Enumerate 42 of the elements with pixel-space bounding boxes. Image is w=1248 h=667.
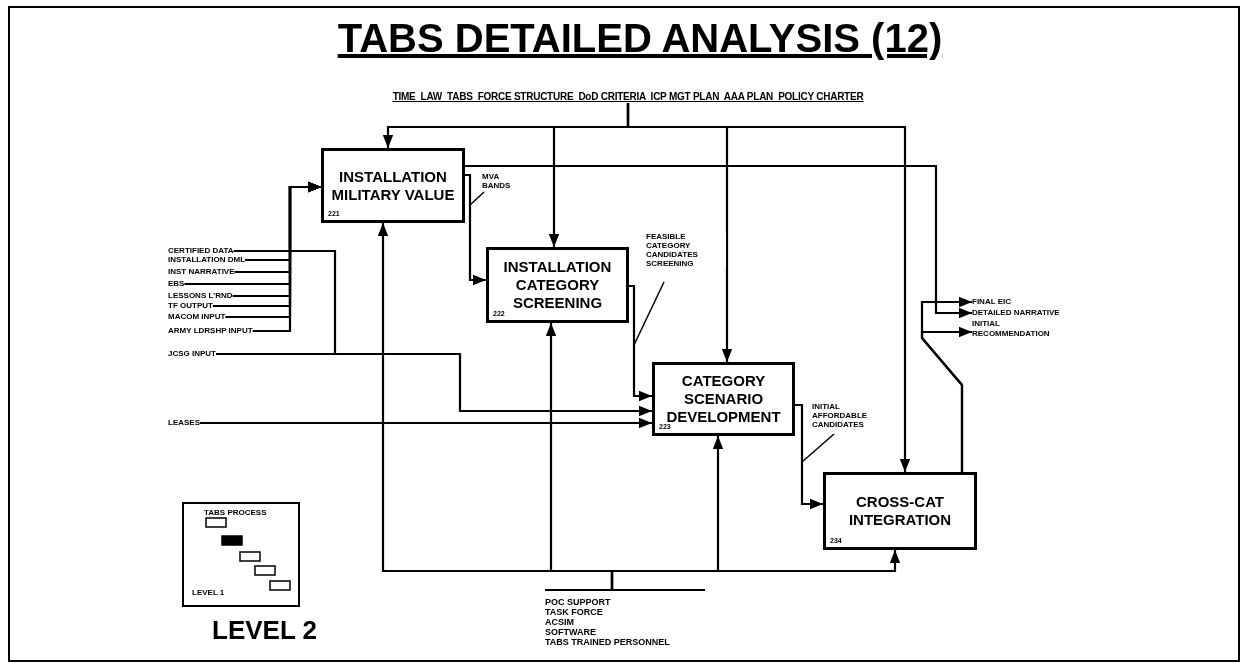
inset-title: TABS PROCESS (204, 508, 267, 517)
arrow (216, 352, 652, 417)
mechanism-label: ACSIM (545, 617, 575, 627)
arrow (920, 326, 972, 472)
arrow (629, 284, 652, 402)
control-list: TIME LAW TABS FORCE STRUCTURE DoD CRITERIA ICP MGT PLAN AAA PLAN POLICY CHARTER (392, 90, 864, 103)
arrow (465, 164, 972, 319)
input-label: EBS (168, 279, 185, 289)
level-label: LEVEL 2 (212, 615, 317, 645)
input-label: JCSG INPUT (168, 349, 216, 359)
process-title: INSTALLATION CATEGORY SCREENING (502, 258, 613, 311)
process-box (823, 472, 977, 550)
input-label: DETAILED NARRATIVE (972, 308, 1060, 318)
input-label: LEASES (168, 418, 200, 428)
diagram-title: TABS DETAILED ANALYSIS (12) (336, 15, 944, 62)
mechanism-label: TABS TRAINED PERSONNEL (545, 637, 671, 647)
input-label: FINAL EIC (972, 297, 1011, 307)
arrow (610, 550, 901, 589)
process-title: INSTALLATION MILITARY VALUE (330, 167, 456, 204)
mechanism-bar (545, 589, 705, 647)
mechanism-label: TASK FORCE (545, 607, 604, 617)
input-label: LESSONS L'RND (168, 291, 233, 301)
edge-label: FEASIBLE CATEGORY CANDIDATES SCREENING (646, 232, 726, 268)
input-label: INST NARRATIVE (168, 267, 235, 277)
process-title: CROSS-CAT INTEGRATION (847, 493, 953, 529)
mechanism-label: SOFTWARE (545, 627, 597, 637)
input-label: INSTALLATION DML (168, 255, 246, 265)
arrow (465, 173, 486, 286)
mechanism-label: POC SUPPORT (545, 597, 612, 607)
arrow (200, 417, 652, 429)
process-box (486, 247, 629, 323)
arrow (795, 403, 823, 510)
input-label: TF OUTPUT (168, 301, 213, 311)
input-label: ARMY LDRSHP INPUT (168, 326, 253, 336)
inset-level-label: LEVEL 1 (192, 588, 225, 597)
process-box (652, 362, 795, 436)
arrow (626, 103, 911, 472)
input-label: CERTIFIED DATA (168, 246, 234, 256)
process-box (321, 148, 465, 223)
output-label: INITIAL RECOMMENDATION (972, 319, 1062, 339)
process-title: CATEGORY SCENARIO DEVELOPMENT (666, 372, 782, 425)
input-label: MACOM INPUT (168, 312, 226, 322)
